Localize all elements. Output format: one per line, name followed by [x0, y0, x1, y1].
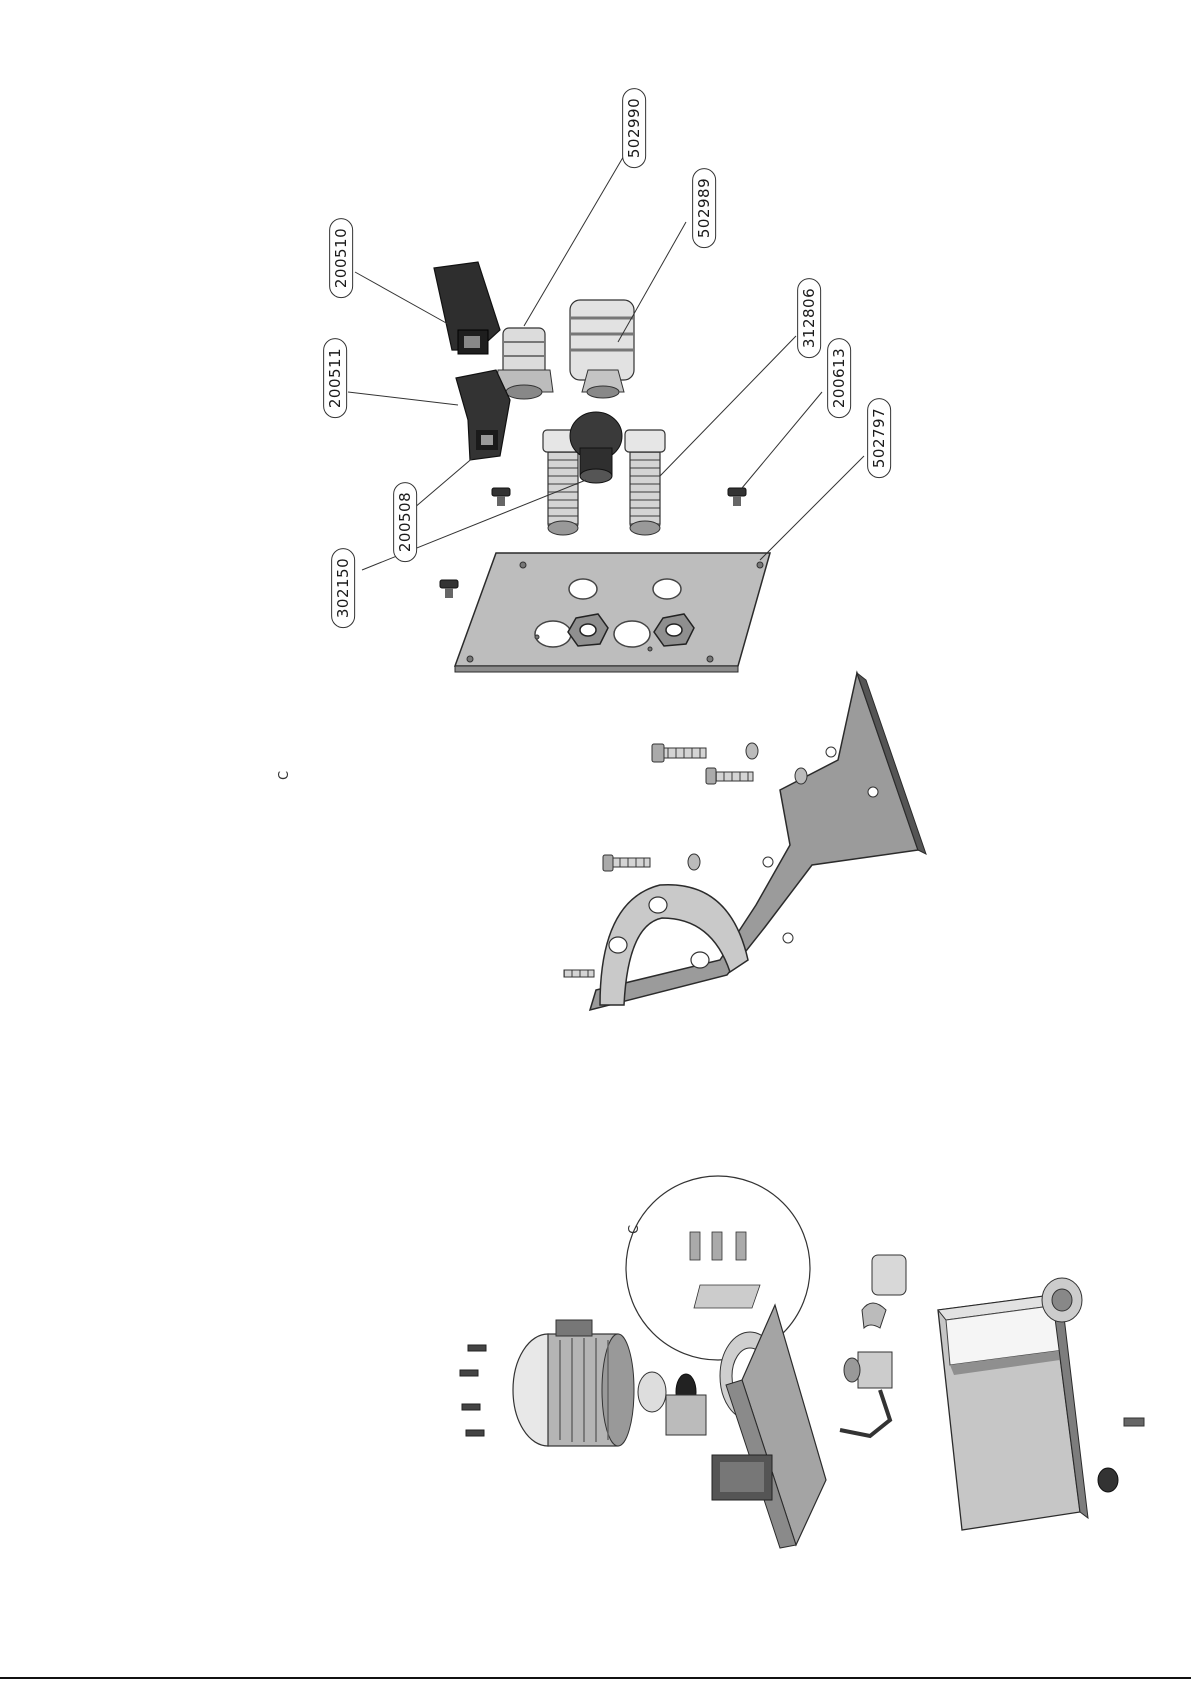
electric-motor [513, 1320, 634, 1446]
motor-bracket [564, 673, 926, 1010]
screw-bottom [440, 580, 458, 598]
plug-hood [434, 262, 500, 354]
callout-502989: 502989 [687, 168, 721, 248]
callout-502990: 502990 [617, 88, 651, 168]
callout-200511: 200511 [318, 338, 352, 418]
mounting-plate [455, 553, 770, 666]
overview-assembly [460, 1176, 1144, 1548]
detail-c-assembly [348, 142, 864, 672]
callout-200613: 200613 [822, 338, 856, 418]
callout-200510: 200510 [324, 218, 358, 298]
detail-letter-overview: C [627, 1225, 642, 1234]
screw-left [492, 488, 510, 506]
callout-312806: 312806 [792, 278, 826, 358]
tank-cap [1042, 1278, 1082, 1322]
oil-tank [938, 1295, 1088, 1530]
detail-letter-main: C [277, 771, 292, 780]
callout-302150: 302150 [326, 548, 360, 628]
callout-502797: 502797 [862, 398, 896, 478]
pressure-valve [844, 1352, 892, 1388]
drain-plug [1098, 1418, 1144, 1492]
plug-insert [456, 370, 510, 460]
screw-right [728, 488, 746, 506]
quick-coupling-large [570, 300, 634, 398]
footer-rule [0, 1677, 1191, 1679]
callout-200508: 200508 [388, 482, 422, 562]
threaded-coupling-right [625, 430, 665, 535]
